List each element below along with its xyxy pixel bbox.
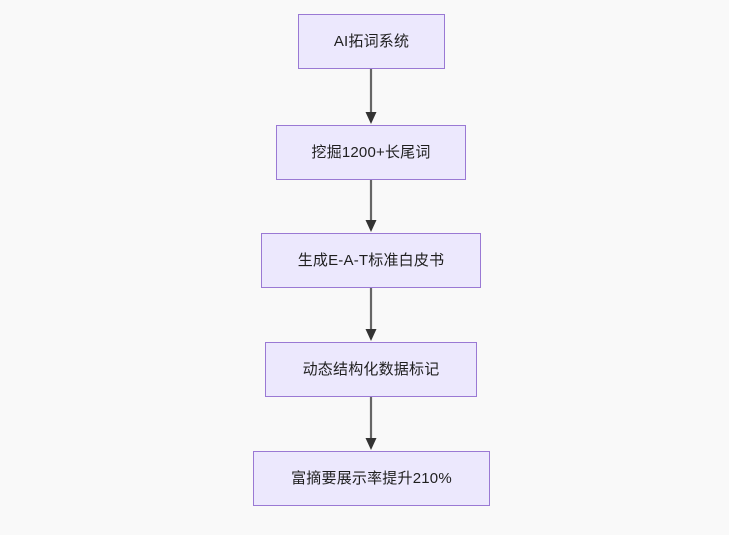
flow-node-3[interactable]: 生成E-A-T标准白皮书	[261, 233, 481, 288]
flow-node-5-label: 富摘要展示率提升210%	[291, 470, 452, 487]
flow-node-5[interactable]: 富摘要展示率提升210%	[253, 451, 490, 506]
flow-edge-1	[365, 69, 377, 124]
flow-edge-3	[365, 288, 377, 341]
flow-node-3-label: 生成E-A-T标准白皮书	[297, 252, 445, 269]
flow-node-4[interactable]: 动态结构化数据标记	[265, 342, 477, 397]
flow-node-4-label: 动态结构化数据标记	[302, 361, 440, 378]
flow-node-2[interactable]: 挖掘1200+长尾词	[276, 125, 466, 180]
flow-node-1-label: AI拓词系统	[333, 33, 410, 50]
flow-node-2-label: 挖掘1200+长尾词	[311, 144, 431, 161]
flow-edge-2	[365, 180, 377, 232]
flow-edge-4	[365, 397, 377, 450]
flow-node-1[interactable]: AI拓词系统	[298, 14, 445, 69]
